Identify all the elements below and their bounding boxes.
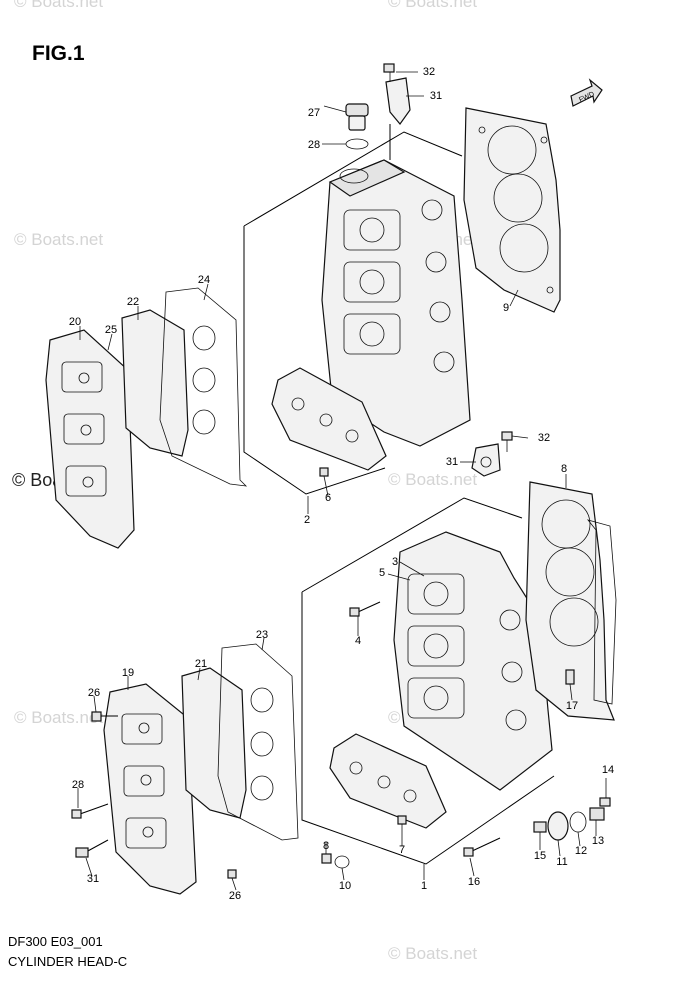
callout: 20 [68,316,82,328]
callout: 26 [87,687,101,699]
figure-title: FIG.1 [32,42,85,65]
callout: 12 [574,845,588,857]
callout: 13 [591,835,605,847]
callout: 25 [104,324,118,336]
callout: 31 [429,90,443,102]
callout: 17 [565,700,579,712]
callout: 8 [560,463,568,475]
figure-code: DF300 E03_001 [8,934,103,949]
callout: 5 [378,567,386,579]
watermark: © Boats.net [388,944,478,963]
callout: 19 [121,667,135,679]
upper-plate [121,309,189,457]
upper-cylinder-head [271,159,471,471]
lower-plate [181,667,247,819]
watermark: © Boats.net [388,0,478,11]
callout: 15 [533,850,547,862]
callout: 31 [86,873,100,885]
callout: 32 [422,66,436,78]
bolt-25 [227,869,237,879]
oil-filler-cap [345,103,369,131]
callout: 3 [391,556,399,568]
watermark: © Boats.net [14,230,104,249]
lower-bracket [471,431,513,477]
fwd-arrow-icon: FWD [570,78,603,107]
callout: 28 [71,779,85,791]
sensor-30 [75,839,109,858]
upper-cover-gasket [159,287,248,487]
callout: 21 [194,658,208,670]
bolt-26 [91,711,118,722]
lower-cylinder-head-cover [103,683,197,895]
callout: 16 [467,876,481,888]
bolt-27 [71,803,109,819]
callout: 26 [228,890,242,902]
pin-17 [565,669,575,685]
upper-head-gasket [463,107,561,313]
bolt-4 [349,601,381,617]
callout: 1 [420,880,428,892]
watermark: © Boats.net [388,470,478,489]
callout: 10 [338,880,352,892]
watermark: © Boats.net [14,0,104,11]
watermark: © Boats.net [14,708,104,727]
bolt-6-upper [319,467,329,477]
callout: 28 [307,139,321,151]
callout: 9 [502,302,510,314]
bolt-6-lower [397,815,407,825]
plug-7 [321,853,332,864]
callout: 2 [303,514,311,526]
callout: 8 [322,840,330,852]
figure-name: CYLINDER HEAD-C [8,954,128,969]
upper-bracket [383,63,411,160]
lower-head-gasket [525,481,615,721]
callout: 6 [324,492,332,504]
callout: 24 [197,274,211,286]
lower-gasket-edge [586,519,617,705]
upper-cylinder-head-cover [45,329,135,549]
thermostat-parts [533,797,611,841]
upper-assembly-outline [243,131,463,227]
leader-lines [77,71,607,891]
washer-10 [334,855,350,869]
callout: 14 [601,764,615,776]
callout: 4 [354,635,362,647]
callout: 31 [445,456,459,468]
callout: 7 [398,844,406,856]
lower-cylinder-head [329,531,553,829]
bolt-16 [463,837,501,857]
callout: 32 [537,432,551,444]
callout: 11 [556,856,568,868]
o-ring [345,138,369,150]
lower-assembly-outline [301,497,523,593]
callout: 23 [255,629,269,641]
callout: 27 [307,107,321,119]
callout: 22 [126,296,140,308]
